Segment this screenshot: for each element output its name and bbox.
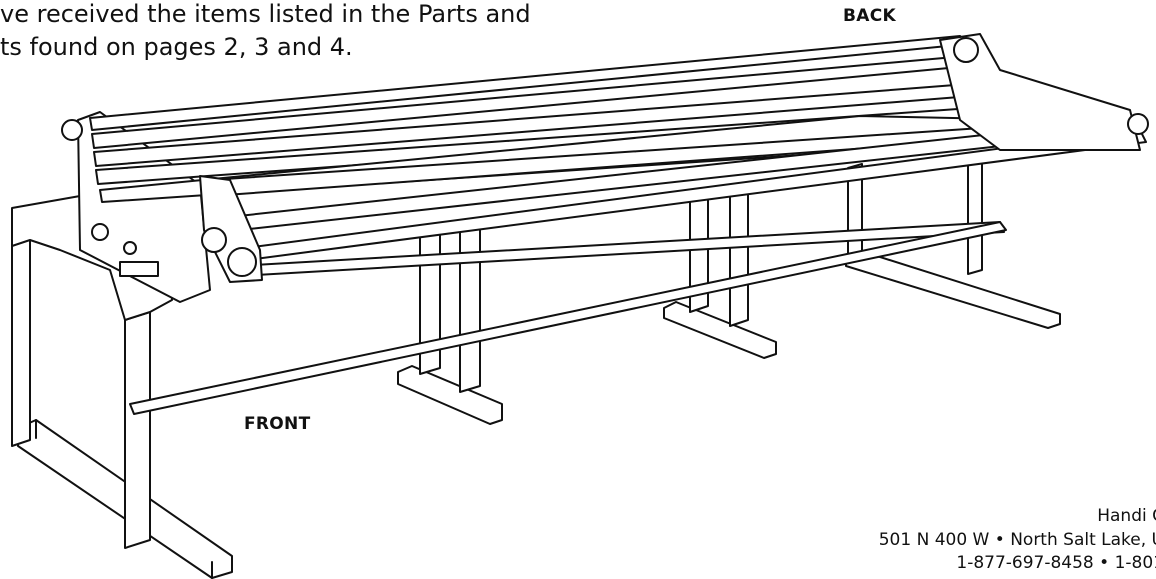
intro-line-1: ve received the items listed in the Part… — [0, 0, 531, 28]
frame-rails — [89, 35, 1147, 415]
intro-line-2: ts found on pages 2, 3 and 4. — [0, 33, 353, 61]
company-phone: 1-877-697-8458 • 1-801 — [956, 553, 1156, 573]
center-right-foot — [663, 301, 777, 359]
company-name: Handi C — [1097, 506, 1156, 526]
center-left-foot — [397, 365, 503, 425]
left-back-handle — [61, 119, 83, 141]
front-label: FRONT — [244, 414, 311, 434]
left-front-leg — [11, 204, 151, 549]
right-foot — [845, 249, 1061, 329]
back-label: BACK — [843, 6, 896, 26]
left-front-end-plate — [199, 175, 263, 283]
left-side-plate — [11, 111, 211, 321]
right-end-plates — [939, 33, 1149, 151]
center-legs — [419, 155, 983, 393]
company-address: 501 N 400 W • North Salt Lake, U — [878, 530, 1156, 550]
